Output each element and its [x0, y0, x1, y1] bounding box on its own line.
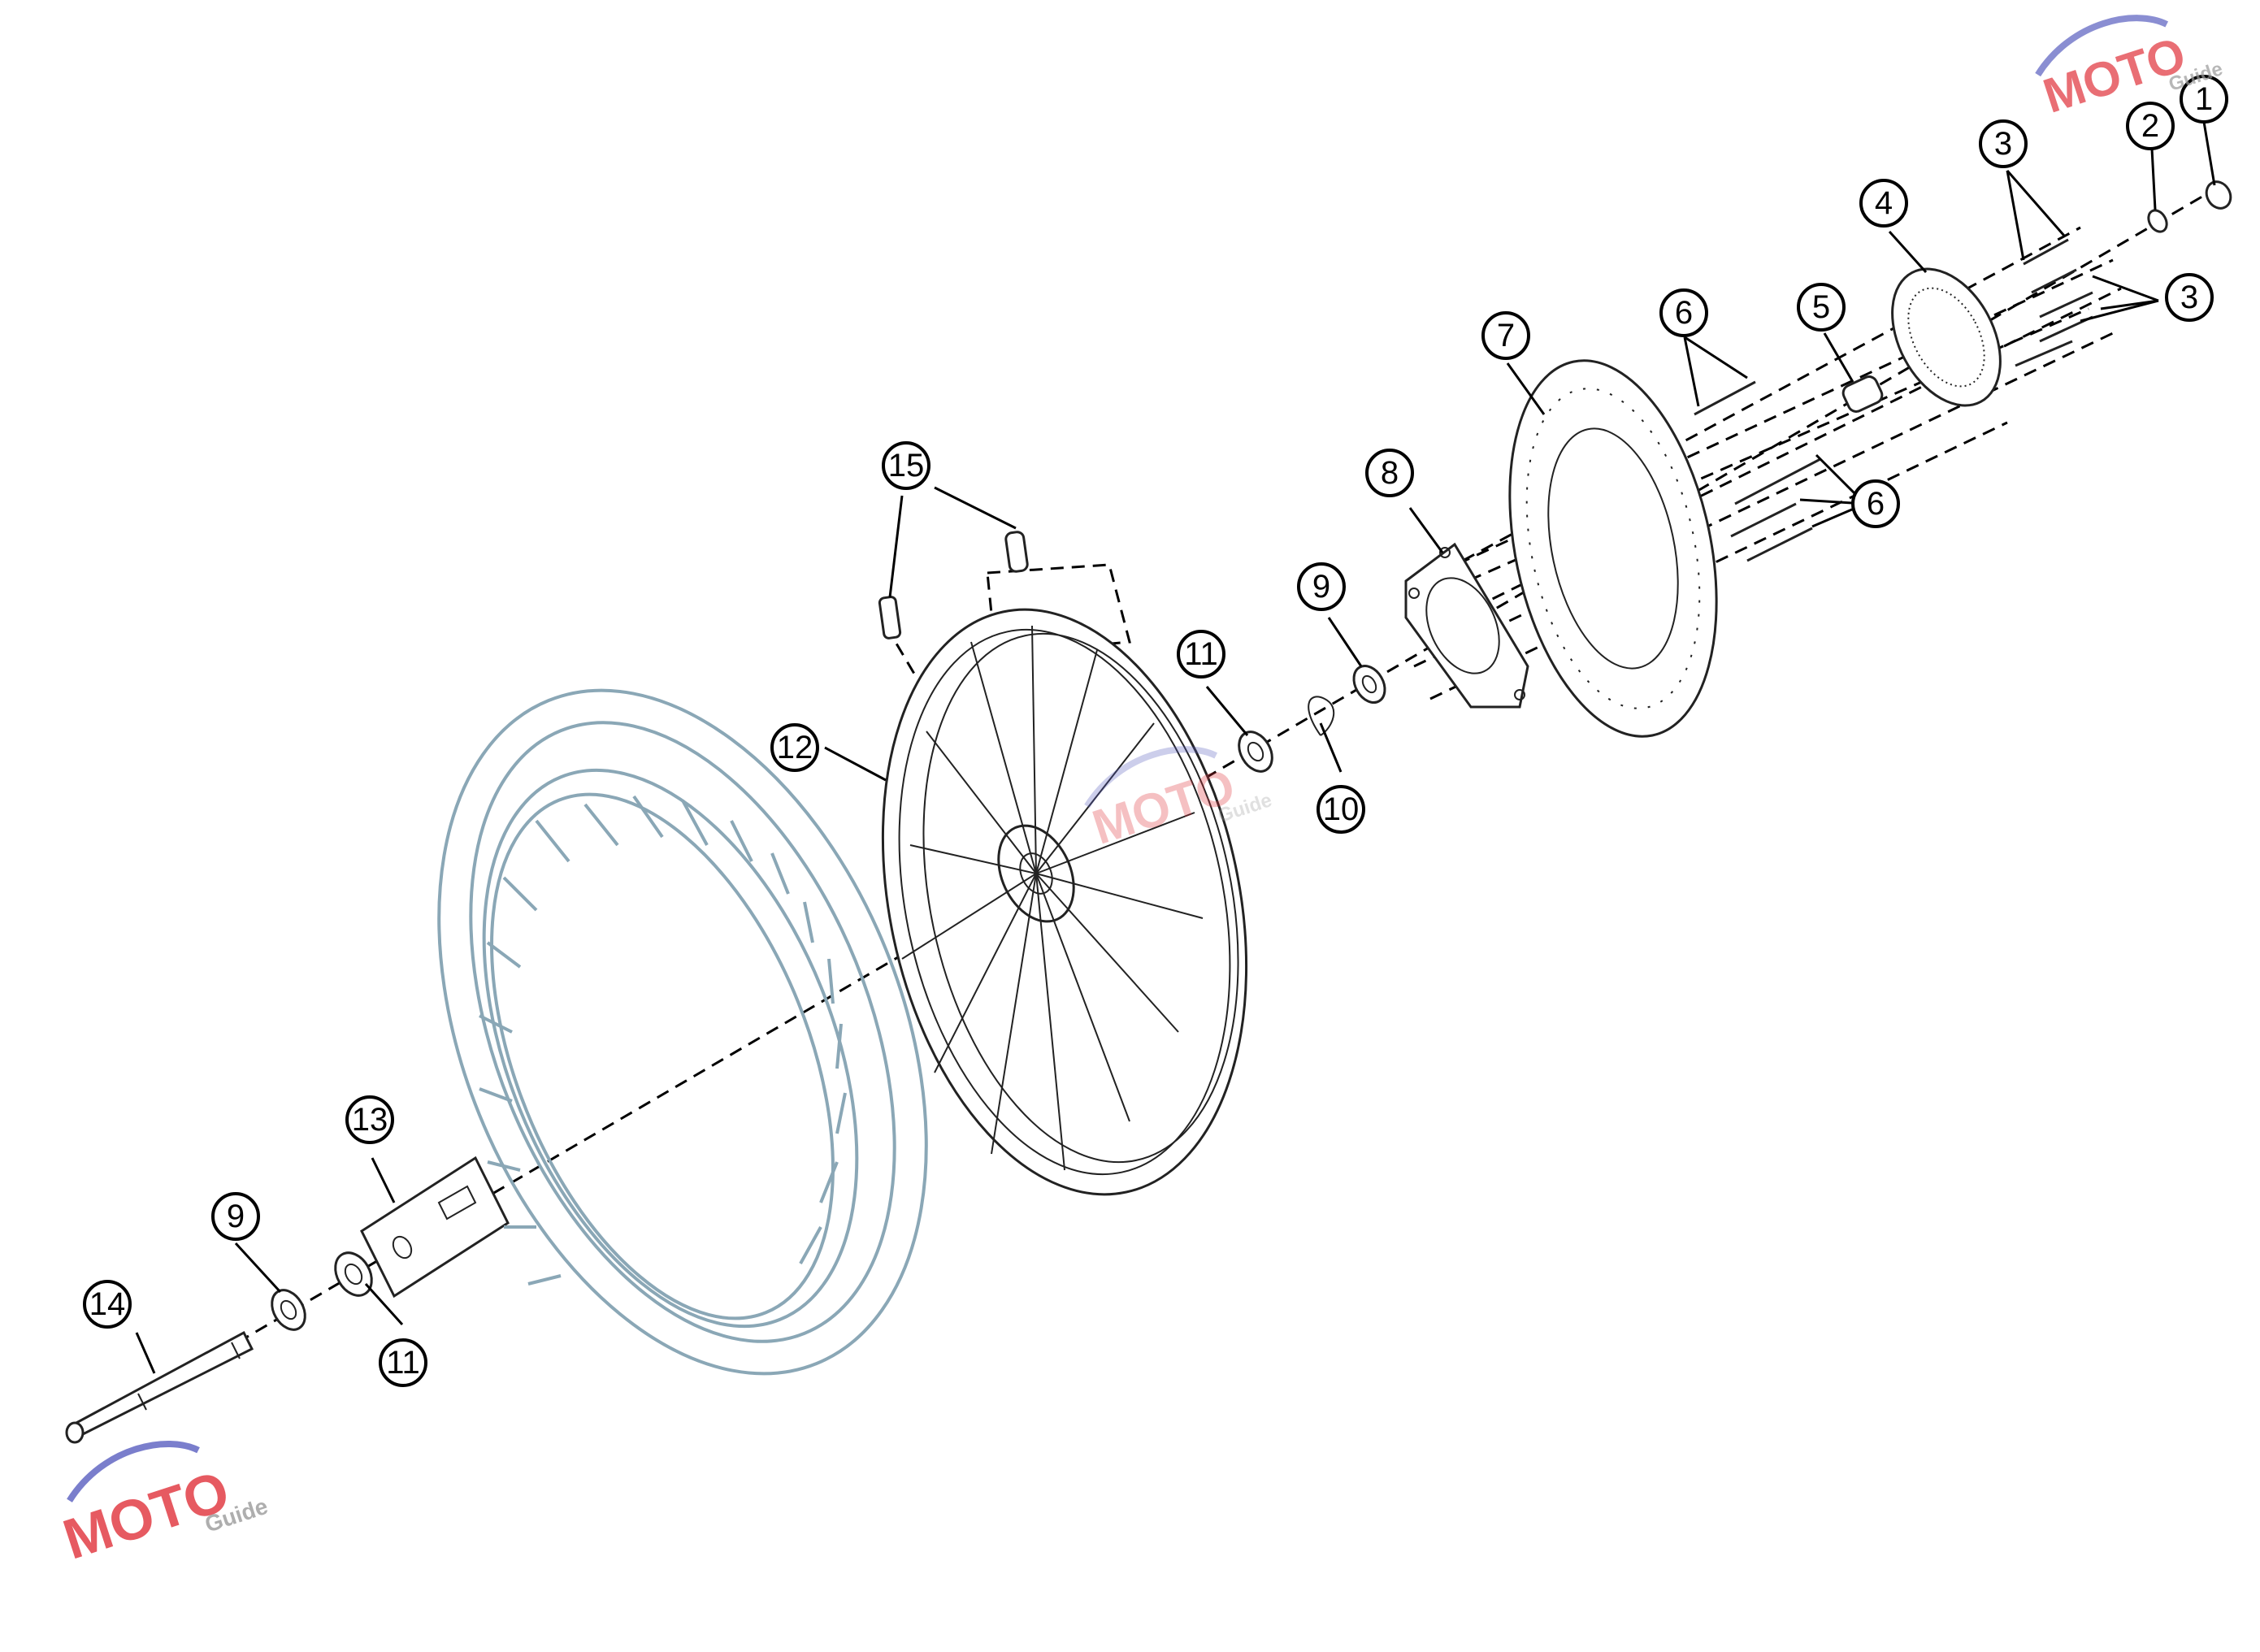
svg-text:14: 14 [89, 1286, 126, 1322]
callout-1: 1 [2180, 75, 2228, 124]
svg-text:8: 8 [1381, 455, 1399, 491]
callout-11-top: 11 [1177, 630, 1225, 679]
callout-2: 2 [2126, 102, 2175, 150]
callout-9-bottom: 9 [211, 1192, 260, 1241]
svg-text:11: 11 [386, 1345, 420, 1381]
spacer-left [271, 1289, 306, 1331]
callout-8: 8 [1365, 449, 1414, 497]
bolts-6 [1694, 380, 1821, 562]
axle-spindle [65, 1330, 254, 1444]
hub-flange [1404, 542, 1529, 709]
rim-spokes [901, 625, 1204, 1171]
svg-text:3: 3 [1994, 126, 2012, 162]
bearing-left [334, 1251, 373, 1297]
svg-text:3: 3 [2180, 280, 2198, 315]
callout-14: 14 [83, 1280, 132, 1329]
svg-text:15: 15 [888, 448, 925, 483]
tyre [437, 688, 928, 1376]
svg-text:5: 5 [1812, 289, 1830, 325]
svg-text:11: 11 [1184, 636, 1218, 672]
svg-text:12: 12 [777, 730, 813, 765]
svg-text:2: 2 [2141, 108, 2159, 144]
axle-nut [2205, 180, 2232, 210]
washer [2147, 209, 2168, 233]
svg-text:4: 4 [1875, 185, 1893, 221]
callout-11-bottom: 11 [379, 1338, 427, 1387]
callout-3-top: 3 [1979, 119, 2028, 168]
callout-6-right: 6 [1851, 479, 1900, 528]
svg-text:6: 6 [1867, 486, 1885, 522]
circlip [1308, 696, 1335, 736]
callout-4: 4 [1859, 179, 1908, 228]
svg-text:9: 9 [1312, 569, 1330, 605]
svg-text:13: 13 [352, 1102, 388, 1138]
spacer-right [1352, 665, 1386, 704]
callout-5: 5 [1797, 283, 1846, 332]
brake-disc [1508, 359, 1718, 738]
callout-12: 12 [770, 723, 819, 772]
svg-text:7: 7 [1497, 318, 1515, 353]
callout-7: 7 [1481, 311, 1530, 360]
abs-tone-ring [1891, 267, 2002, 407]
callout-10: 10 [1317, 785, 1365, 834]
bushing [1841, 375, 1884, 413]
callout-9-top: 9 [1297, 562, 1346, 611]
callout-13: 13 [345, 1095, 394, 1144]
callout-3-right: 3 [2165, 273, 2214, 322]
hub-spacer-kit [360, 1156, 510, 1299]
svg-text:6: 6 [1675, 295, 1693, 331]
bearing-right [1238, 731, 1273, 773]
svg-text:1: 1 [2195, 81, 2213, 117]
callout-6-top: 6 [1659, 288, 1708, 337]
svg-text:9: 9 [227, 1199, 245, 1234]
bolts-3 [2015, 238, 2093, 367]
valve-parts [878, 531, 1029, 640]
svg-text:10: 10 [1323, 791, 1360, 827]
callout-15: 15 [882, 441, 930, 490]
wheel-rim [881, 608, 1248, 1196]
